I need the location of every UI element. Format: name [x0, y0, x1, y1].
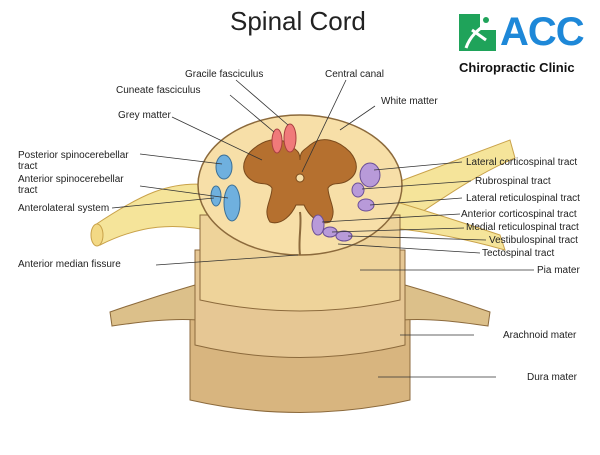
brand-name: ACC: [500, 10, 585, 54]
label-lateral-reticulospinal-tract: Lateral reticulospinal tract: [466, 193, 580, 204]
label-anterolateral-system: Anterolateral system: [18, 203, 110, 214]
gracile-fasciculus-tract-2: [271, 128, 283, 154]
label-anterior-corticospinal-tract: Anterior corticospinal tract: [461, 209, 577, 220]
label-white-matter: White matter: [381, 96, 438, 107]
label-pia-mater: Pia mater: [537, 265, 580, 276]
label-tectospinal-tract: Tectospinal tract: [482, 248, 555, 259]
label-lateral-corticospinal-tract: Lateral corticospinal tract: [466, 157, 578, 168]
label-posterior-spinocerebellar-tract: Posterior spinocerebellar tract: [18, 150, 129, 172]
label-central-canal: Central canal: [325, 69, 384, 80]
right-nerve-root: [389, 139, 516, 231]
rubrospinal-tract-shape: [351, 182, 365, 198]
gracile-fasciculus-tract: [283, 123, 297, 153]
left-dura-process: [109, 284, 199, 327]
label-gracile-fasciculus: Gracile fasciculus: [185, 69, 264, 80]
label-arachnoid-mater: Arachnoid mater: [503, 330, 577, 341]
right-dura-process: [401, 284, 491, 327]
left-nerve-end: [90, 223, 104, 247]
label-rubrospinal-tract: Rubrospinal tract: [475, 176, 551, 187]
anterior-spinocerebellar-tract-shape: [223, 184, 241, 222]
label-dura-mater: Dura mater: [527, 372, 578, 383]
central-canal: [295, 173, 305, 183]
label-cuneate-fasciculus: Cuneate fasciculus: [116, 85, 201, 96]
chiropractor-figure-icon: [459, 14, 496, 51]
posterior-spinocerebellar-tract-shape: [215, 154, 233, 180]
label-vestibulospinal-tract: Vestibulospinal tract: [489, 235, 578, 246]
right-lower-nerve: [389, 199, 506, 251]
label-medial-reticulospinal-tract: Medial reticulospinal tract: [466, 222, 579, 233]
anterior-median-fissure: [298, 211, 302, 256]
leader-lines: [111, 79, 534, 378]
label-anterior-median-fissure: Anterior median fissure: [18, 259, 121, 270]
label-anterior-spinocerebellar-tract: Anterior spinocerebellar tract: [18, 174, 124, 196]
anterior-corticospinal-tract-shape: [311, 214, 325, 236]
lateral-corticospinal-tract-shape: [359, 162, 381, 188]
page-title: Spinal Cord: [230, 6, 366, 36]
brand-subtitle: Chiropractic Clinic: [459, 60, 575, 75]
label-grey-matter: Grey matter: [118, 110, 171, 121]
